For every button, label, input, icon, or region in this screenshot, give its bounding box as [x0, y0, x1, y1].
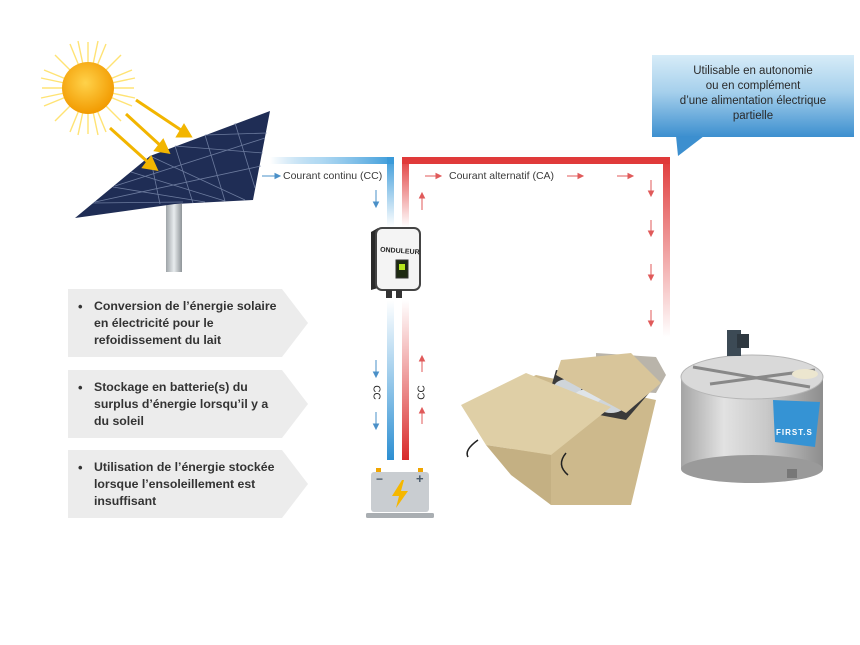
info-box-storage: • Stockage en batterie(s) du surplus d’é… [68, 370, 308, 438]
bullet: • [78, 380, 83, 395]
bullet: • [78, 299, 83, 314]
ac-flow-label: Courant alternatif (CA) [449, 170, 555, 182]
bullet: • [78, 460, 83, 475]
dc-flow-label: Courant continu (CC) [283, 170, 383, 182]
battery-icon: − + [366, 466, 434, 522]
battery-minus: − [376, 472, 384, 486]
callout-tail [676, 136, 706, 158]
info-box-usage: • Utilisation de l’énergie stockée lorsq… [68, 450, 308, 518]
callout-line-2: ou en complément [705, 80, 801, 92]
battery-plus: + [416, 471, 424, 486]
info-box-conversion: • Conversion de l’énergie solaire en éle… [68, 289, 308, 357]
sun-rays-icon [100, 92, 200, 182]
callout-line-1: Utilisable en autonomie [693, 65, 813, 77]
sun-icon [38, 38, 138, 138]
info-text-storage: Stockage en batterie(s) du surplus d’éne… [94, 380, 269, 428]
callout-line-4: partielle [732, 110, 774, 122]
dc-vertical-label-left: CC [370, 385, 382, 400]
callout-line-3: d’une alimentation électrique [679, 95, 827, 107]
inverter-image: ONDULEUR [368, 226, 424, 302]
tank-brand-label: FIRST.S [776, 428, 813, 437]
ice-storage-box-image [456, 345, 676, 510]
info-text-usage: Utilisation de l’énergie stockée lorsque… [94, 460, 275, 508]
solar-panel-image [75, 108, 275, 278]
milk-cooling-tank-image: FIRST.S [675, 322, 835, 492]
info-text-conversion: Conversion de l’énergie solaire en élect… [94, 299, 277, 347]
dc-vertical-label-right: CC [416, 385, 428, 400]
autonomy-callout: Utilisable en autonomie ou en complément… [652, 55, 854, 137]
